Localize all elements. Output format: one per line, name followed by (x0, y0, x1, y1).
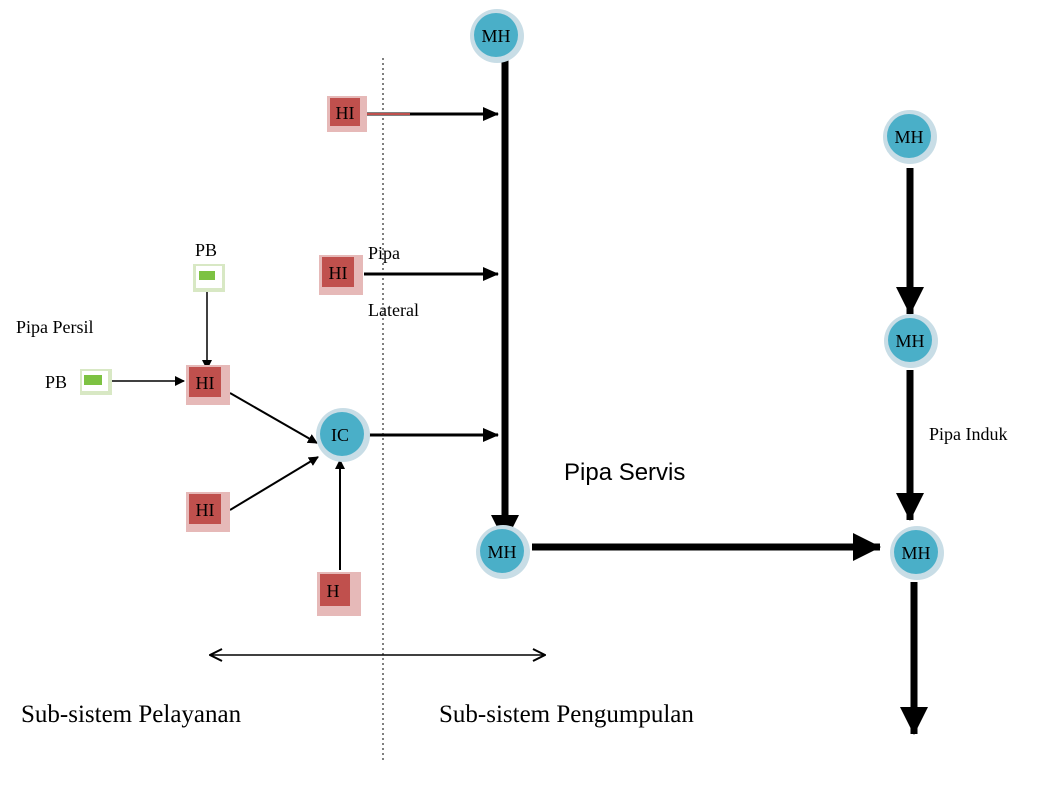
inspection-chamber: IC (316, 408, 370, 462)
pipa-persil-label: Pipa Persil (16, 317, 94, 337)
manhole-top: MH (470, 9, 524, 63)
pipa-induk-label: Pipa Induk (929, 424, 1008, 444)
house-inlet-middle-label: HI (329, 263, 348, 283)
manhole-right-middle: MH (884, 314, 938, 368)
hi-to-ic-pipe-upper (229, 392, 318, 444)
pipa-servis-label: Pipa Servis (564, 459, 685, 486)
manhole-top-label: MH (481, 26, 510, 46)
pipa-lateral-label-line1: Pipa (368, 243, 400, 263)
manhole-right-middle-label: MH (895, 331, 924, 351)
manhole-center-label: MH (487, 542, 516, 562)
house-node-label: H (327, 581, 340, 601)
manhole-right-bottom: MH (890, 526, 944, 580)
pb-box-top (193, 264, 225, 292)
house-inlet-top-label: HI (336, 103, 355, 123)
house-node: H (317, 572, 361, 616)
sub-sistem-pengumpulan-label: Sub-sistem Pengumpulan (439, 701, 694, 728)
pipa-lateral-label-line2: Lateral (368, 300, 419, 320)
house-inlet-middle: HI (319, 255, 363, 295)
manhole-right-top: MH (883, 110, 937, 164)
hi-to-ic-pipe-lower (229, 456, 319, 511)
house-inlet-bottom-label: HI (196, 500, 215, 520)
pb-box-left (80, 369, 112, 395)
inspection-chamber-label: IC (331, 425, 349, 445)
pb-label-top: PB (195, 240, 217, 260)
manhole-right-top-label: MH (894, 127, 923, 147)
pb-label-left: PB (45, 372, 67, 392)
house-inlet-bottom: HI (186, 492, 230, 532)
sub-sistem-pelayanan-label: Sub-sistem Pelayanan (21, 701, 242, 728)
house-inlet-left-label: HI (196, 373, 215, 393)
manhole-right-bottom-label: MH (901, 543, 930, 563)
manhole-center: MH (476, 525, 530, 579)
house-inlet-top: HI (327, 96, 367, 132)
house-inlet-left: HI (186, 365, 230, 405)
